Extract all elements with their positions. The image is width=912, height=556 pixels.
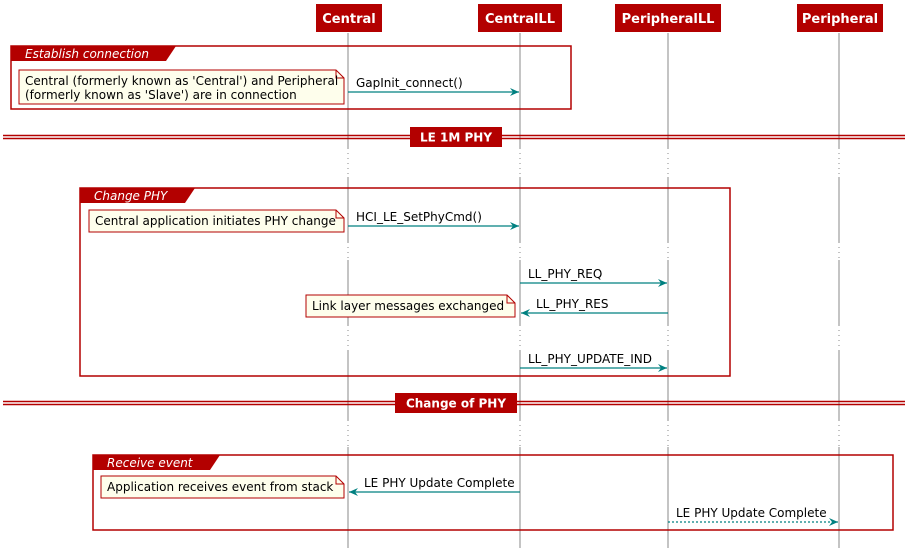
note-n1-text-line: Central (formerly known as 'Central') an… bbox=[25, 74, 338, 88]
participant-centralll-box bbox=[478, 4, 562, 32]
group-changephy-frame bbox=[79, 187, 731, 377]
participant-central-box bbox=[316, 4, 382, 32]
group-establish-label: Establish connection bbox=[25, 47, 149, 61]
group-receive-frame bbox=[92, 454, 894, 531]
note-n3-box bbox=[305, 294, 516, 318]
note-n2-box bbox=[88, 209, 345, 233]
divider-changeofphy-label: Change of PHY bbox=[406, 397, 506, 411]
message-m4-label: LL_PHY_RES bbox=[536, 297, 609, 311]
note-n4-fold bbox=[335, 476, 344, 485]
message-m6-label: LE PHY Update Complete bbox=[364, 476, 515, 490]
participant-central-label: Central bbox=[322, 12, 375, 27]
group-receive-tab bbox=[93, 455, 220, 470]
note-n3-text-line: Link layer messages exchanged bbox=[312, 299, 504, 313]
note-n4-box bbox=[100, 475, 345, 499]
group-changephy-label: Change PHY bbox=[94, 189, 169, 203]
note-n4-text-line: Application receives event from stack bbox=[107, 480, 333, 494]
note-n1-text-line: (formerly known as 'Slave') are in conne… bbox=[25, 88, 297, 102]
note-n2-fold bbox=[335, 210, 344, 219]
note-n1-fold bbox=[335, 70, 344, 79]
divider-le1m-label: LE 1M PHY bbox=[420, 131, 492, 145]
divider-changeofphy-box bbox=[395, 393, 517, 413]
group-establish-tab bbox=[11, 46, 176, 61]
group-receive-label: Receive event bbox=[107, 456, 194, 470]
participant-centralll-label: CentralLL bbox=[485, 12, 555, 27]
note-n2-text-line: Central application initiates PHY change bbox=[95, 214, 336, 228]
note-n3-fold bbox=[506, 295, 515, 304]
note-n1-box bbox=[18, 69, 345, 105]
message-m7-label: LE PHY Update Complete bbox=[676, 506, 827, 520]
message-m1-label: GapInit_connect() bbox=[356, 76, 463, 90]
message-m3-label: LL_PHY_REQ bbox=[528, 267, 602, 281]
group-establish-frame bbox=[10, 45, 572, 110]
message-m2-label: HCI_LE_SetPhyCmd() bbox=[356, 210, 482, 224]
group-changephy-tab bbox=[80, 188, 195, 203]
participant-peripheral-label: Peripheral bbox=[802, 12, 878, 27]
participant-peripheralll-label: PeripheralLL bbox=[622, 12, 715, 27]
participant-peripheral-box bbox=[797, 4, 883, 32]
participant-peripheralll-box bbox=[615, 4, 721, 32]
message-m5-label: LL_PHY_UPDATE_IND bbox=[528, 352, 652, 366]
divider-le1m-box bbox=[410, 127, 502, 147]
